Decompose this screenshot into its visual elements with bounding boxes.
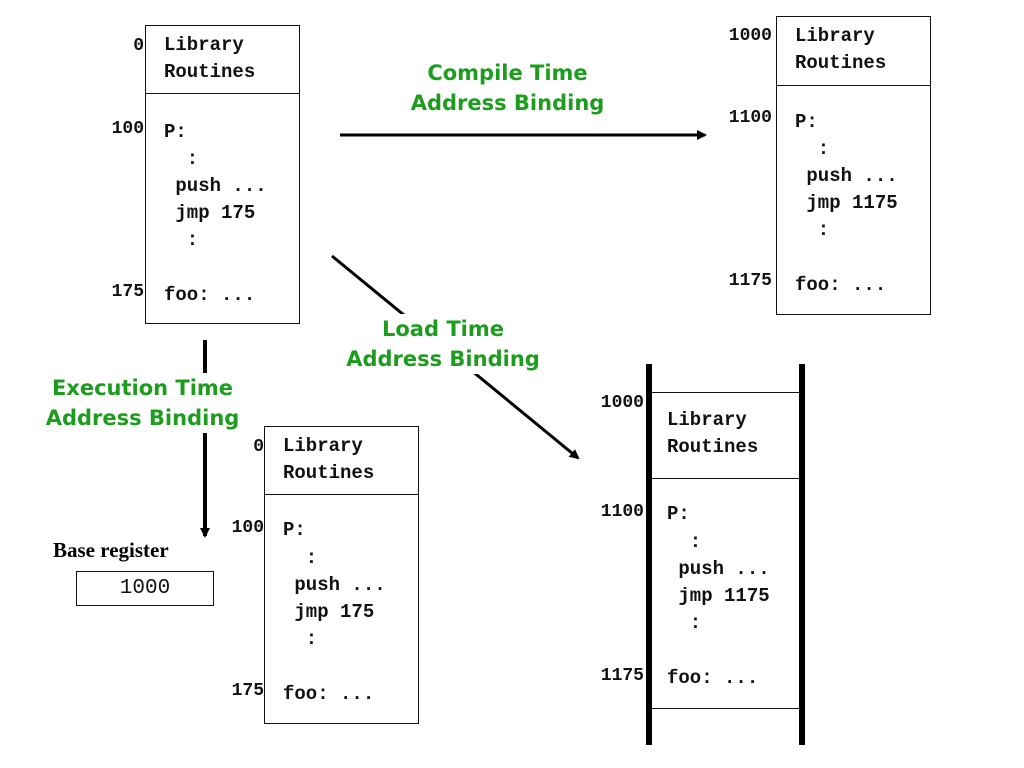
memory-block: Library Routines P: : push ... jmp 1175 …	[776, 16, 931, 315]
memory-block: Library Routines P: : push ... jmp 1175 …	[652, 392, 799, 709]
code-line: :	[795, 138, 830, 160]
address-label: 1100	[600, 502, 644, 522]
code-line: :	[164, 148, 199, 170]
code-line: :	[283, 547, 318, 569]
code-line: foo: ...	[283, 683, 375, 705]
header-line: Routines	[795, 52, 887, 74]
label-line: Execution Time	[51, 376, 234, 400]
address-label: 0	[133, 36, 144, 56]
divider	[777, 85, 930, 86]
code-line: jmp 175	[164, 202, 256, 224]
code-line: push ...	[667, 558, 770, 580]
execution-time-label: Execution Time Address Binding	[40, 373, 245, 433]
code-line: push ...	[283, 574, 386, 596]
code-line: :	[667, 531, 702, 553]
code-line: P:	[164, 121, 187, 143]
base-register-box: 1000	[76, 571, 214, 606]
divider	[146, 93, 299, 94]
memory-block: Library Routines P: : push ... jmp 175 :…	[264, 426, 419, 724]
code-line: jmp 1175	[667, 585, 770, 607]
label-line: Address Binding	[45, 406, 240, 430]
address-label: 175	[111, 282, 144, 302]
code-line: foo: ...	[795, 274, 887, 296]
header-line: Library	[667, 409, 747, 431]
memory-block: Library Routines P: : push ... jmp 175 :…	[145, 25, 300, 324]
header-line: Routines	[164, 61, 256, 83]
address-label: 100	[111, 119, 144, 139]
code-line: P:	[283, 519, 306, 541]
code-line: foo: ...	[164, 284, 256, 306]
label-line: Address Binding	[410, 91, 605, 115]
base-register-value: 1000	[119, 577, 171, 600]
code-line: push ...	[795, 165, 898, 187]
divider	[652, 478, 799, 479]
address-label: 175	[231, 681, 264, 701]
address-label: 0	[253, 437, 264, 457]
header-line: Library	[283, 435, 363, 457]
header-line: Library	[795, 25, 875, 47]
code-line: :	[795, 219, 830, 241]
label-line: Compile Time	[427, 61, 588, 85]
code-line: push ...	[164, 175, 267, 197]
memory-rail-right	[799, 364, 805, 745]
code-line: jmp 1175	[795, 192, 898, 214]
address-label: 1000	[600, 393, 644, 413]
header-line: Routines	[667, 436, 759, 458]
address-label: 1175	[728, 271, 772, 291]
divider	[265, 494, 418, 495]
label-line: Load Time	[382, 317, 504, 341]
memory-rail-left	[646, 364, 652, 745]
base-register-label: Base register	[53, 538, 169, 562]
address-label: 1175	[600, 666, 644, 686]
code-line: P:	[667, 503, 690, 525]
header-line: Library	[164, 34, 244, 56]
address-label: 1000	[728, 26, 772, 46]
label-line: Address Binding	[346, 347, 540, 371]
compile-time-label: Compile Time Address Binding	[400, 58, 615, 118]
code-line: :	[164, 229, 199, 251]
header-line: Routines	[283, 462, 375, 484]
code-line: jmp 175	[283, 601, 375, 623]
address-label: 1100	[728, 108, 772, 128]
code-line: P:	[795, 111, 818, 133]
address-label: 100	[231, 518, 264, 538]
load-time-label: Load Time Address Binding	[340, 314, 546, 374]
code-line: foo: ...	[667, 667, 759, 689]
code-line: :	[667, 612, 702, 634]
code-line: :	[283, 628, 318, 650]
